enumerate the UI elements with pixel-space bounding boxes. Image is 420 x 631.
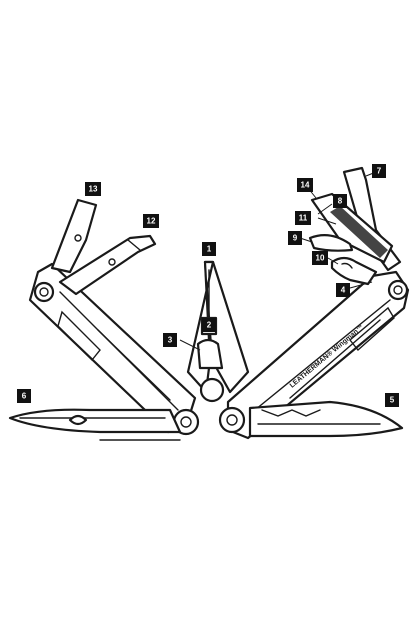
callout-13: 13 — [85, 182, 101, 196]
right-top-tools — [308, 166, 402, 286]
callout-7: 7 — [372, 164, 386, 178]
svg-text:2: 2 — [207, 321, 212, 330]
svg-text:6: 6 — [22, 392, 27, 401]
callout-9: 9 — [288, 231, 302, 245]
callout-11: 11 — [295, 211, 311, 225]
callout-3: 3 — [163, 333, 177, 347]
svg-text:11: 11 — [299, 214, 308, 223]
svg-text:14: 14 — [301, 181, 310, 190]
svg-text:10: 10 — [316, 254, 325, 263]
left-handle — [28, 262, 200, 436]
svg-text:4: 4 — [341, 286, 346, 295]
svg-text:1: 1 — [207, 245, 212, 254]
callout-12: 12 — [143, 214, 159, 228]
svg-text:5: 5 — [390, 396, 395, 405]
svg-text:12: 12 — [147, 217, 156, 226]
svg-text:8: 8 — [338, 197, 343, 206]
svg-text:13: 13 — [89, 185, 98, 194]
svg-text:9: 9 — [293, 234, 298, 243]
svg-text:7: 7 — [377, 167, 382, 176]
callout-8: 8 — [333, 194, 347, 208]
callout-10: 10 — [312, 251, 328, 265]
pliers — [186, 260, 250, 403]
callout-4: 4 — [336, 283, 350, 297]
callout-2: 2 — [202, 318, 216, 332]
callout-1: 1 — [202, 242, 216, 256]
left-top-tools — [50, 198, 157, 296]
svg-text:3: 3 — [168, 336, 173, 345]
callout-14: 14 — [297, 178, 313, 192]
callout-5: 5 — [385, 393, 399, 407]
scissors — [8, 408, 182, 441]
knife-blade — [248, 400, 404, 438]
callout-6: 6 — [17, 389, 31, 403]
